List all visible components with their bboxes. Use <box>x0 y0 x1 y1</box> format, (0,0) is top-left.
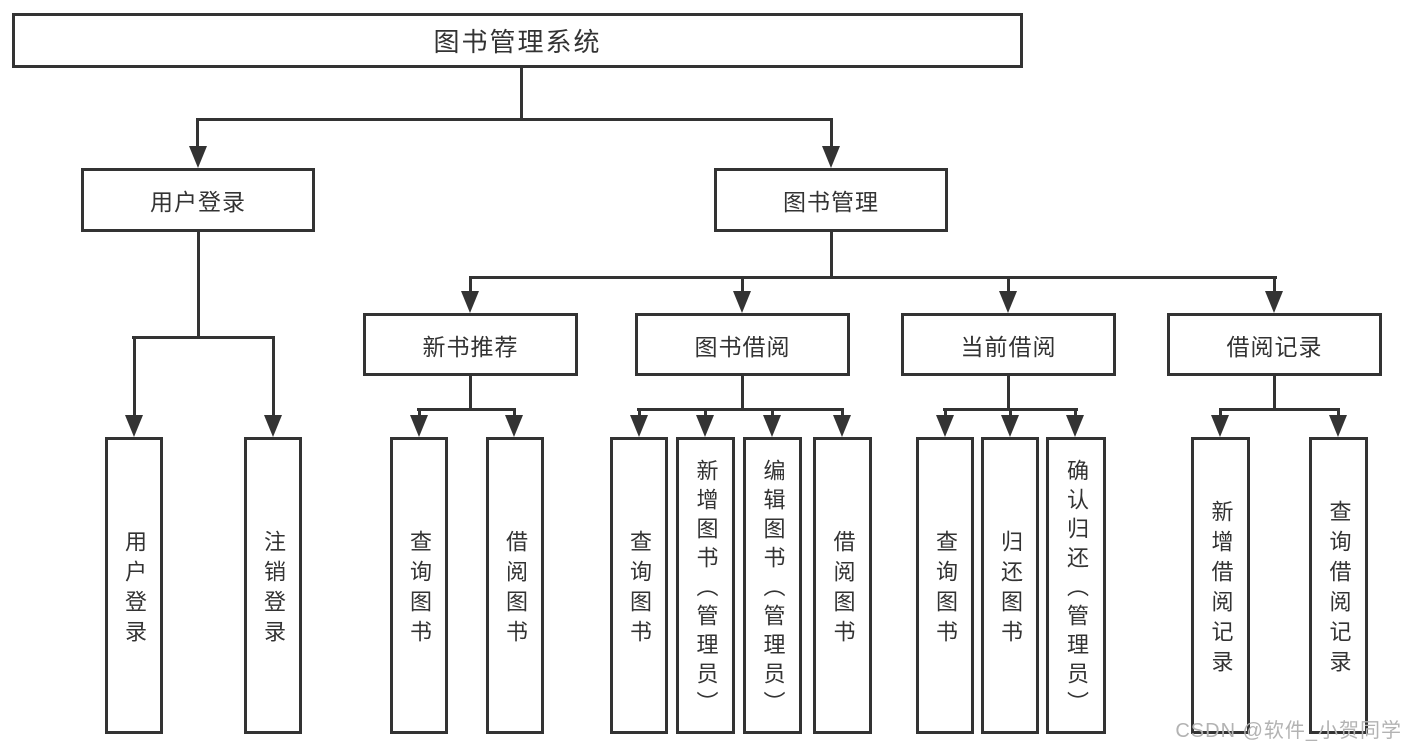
arrowhead-down-icon <box>1001 415 1019 437</box>
connector-vline <box>841 408 844 420</box>
connector-vline <box>469 376 472 411</box>
leaf-user-login-label: 用户登录 <box>122 529 147 650</box>
leaf-edit-books-admin-label: 编辑图书（管理员） <box>760 458 786 720</box>
leaf-borrow-books: 借阅图书 <box>813 437 872 734</box>
node-new-book-recommend: 新书推荐 <box>363 313 578 376</box>
leaf-query-books-current-label: 查询图书 <box>933 529 958 650</box>
node-borrow-records-label: 借阅记录 <box>1226 333 1323 360</box>
arrowhead-down-icon <box>733 291 751 313</box>
leaf-query-books-current: 查询图书 <box>916 437 974 734</box>
node-root: 图书管理系统 <box>12 13 1023 68</box>
node-book-mgmt-label: 图书管理 <box>783 189 879 215</box>
leaf-add-books-admin-label: 新增图书（管理员） <box>693 458 719 720</box>
connector-hline <box>637 408 844 411</box>
connector-vline <box>944 408 947 420</box>
node-current-borrow-label: 当前借阅 <box>960 333 1057 360</box>
connector-vline <box>272 336 275 418</box>
connector-vline <box>520 68 523 118</box>
connector-vline <box>418 408 421 420</box>
arrowhead-down-icon <box>1211 415 1229 437</box>
arrowhead-down-icon <box>833 415 851 437</box>
connector-vline <box>704 408 707 420</box>
node-book-borrow: 图书借阅 <box>635 313 850 376</box>
arrowhead-down-icon <box>763 415 781 437</box>
connector-hline <box>469 276 1277 279</box>
connector-hline <box>1219 408 1340 411</box>
connector-hline <box>196 118 833 121</box>
arrowhead-down-icon <box>264 415 282 437</box>
node-book-mgmt: 图书管理 <box>714 168 948 232</box>
leaf-return-books: 归还图书 <box>981 437 1039 734</box>
connector-vline <box>1273 376 1276 411</box>
connector-vline <box>133 336 136 418</box>
connector-vline <box>1007 276 1010 293</box>
arrowhead-down-icon <box>1265 291 1283 313</box>
arrowhead-down-icon <box>936 415 954 437</box>
arrowhead-down-icon <box>822 146 840 168</box>
arrowhead-down-icon <box>461 291 479 313</box>
leaf-add-borrow-record-label: 新增借阅记录 <box>1208 499 1234 680</box>
arrowhead-down-icon <box>189 146 207 168</box>
connector-hline <box>417 408 516 411</box>
leaf-edit-books-admin: 编辑图书（管理员） <box>743 437 802 734</box>
connector-vline <box>741 276 744 293</box>
arrowhead-down-icon <box>1329 415 1347 437</box>
leaf-logout: 注销登录 <box>244 437 302 734</box>
arrowhead-down-icon <box>410 415 428 437</box>
connector-vline <box>469 276 472 293</box>
connector-vline <box>830 232 833 279</box>
node-user-login-label: 用户登录 <box>150 189 246 215</box>
node-current-borrow: 当前借阅 <box>901 313 1116 376</box>
leaf-logout-label: 注销登录 <box>261 529 286 650</box>
leaf-query-borrow-record: 查询借阅记录 <box>1309 437 1368 734</box>
arrowhead-down-icon <box>630 415 648 437</box>
arrowhead-down-icon <box>696 415 714 437</box>
leaf-borrow-books-recommend: 借阅图书 <box>486 437 544 734</box>
connector-vline <box>741 376 744 411</box>
leaf-query-books-borrow: 查询图书 <box>610 437 668 734</box>
node-book-borrow-label: 图书借阅 <box>694 333 791 360</box>
connector-vline <box>1009 408 1012 420</box>
connector-vline <box>1219 408 1222 420</box>
arrowhead-down-icon <box>125 415 143 437</box>
leaf-confirm-return-admin: 确认归还（管理员） <box>1046 437 1106 734</box>
node-user-login: 用户登录 <box>81 168 315 232</box>
csdn-watermark: CSDN @软件_小贺同学 <box>1175 720 1402 742</box>
leaf-borrow-books-label: 借阅图书 <box>830 529 856 650</box>
node-new-book-recommend-label: 新书推荐 <box>422 333 519 360</box>
arrowhead-down-icon <box>999 291 1017 313</box>
leaf-user-login: 用户登录 <box>105 437 163 734</box>
leaf-query-borrow-record-label: 查询借阅记录 <box>1326 499 1352 680</box>
connector-vline <box>197 232 200 339</box>
leaf-return-books-label: 归还图书 <box>998 529 1023 650</box>
connector-vline <box>513 408 516 420</box>
connector-vline <box>1007 376 1010 411</box>
leaf-query-books-recommend-label: 查询图书 <box>407 529 432 650</box>
arrowhead-down-icon <box>505 415 523 437</box>
connector-vline <box>771 408 774 420</box>
connector-vline <box>638 408 641 420</box>
connector-hline <box>132 336 275 339</box>
leaf-add-books-admin: 新增图书（管理员） <box>676 437 735 734</box>
leaf-add-borrow-record: 新增借阅记录 <box>1191 437 1250 734</box>
leaf-query-books-borrow-label: 查询图书 <box>627 529 652 650</box>
connector-vline <box>1074 408 1077 420</box>
node-root-label: 图书管理系统 <box>433 27 602 57</box>
leaf-borrow-books-recommend-label: 借阅图书 <box>503 529 528 650</box>
leaf-confirm-return-admin-label: 确认归还（管理员） <box>1064 458 1089 720</box>
leaf-query-books-recommend: 查询图书 <box>390 437 448 734</box>
arrowhead-down-icon <box>1066 415 1084 437</box>
connector-vline <box>1337 408 1340 420</box>
connector-vline <box>830 118 833 150</box>
connector-vline <box>1273 276 1276 293</box>
node-borrow-records: 借阅记录 <box>1167 313 1382 376</box>
connector-vline <box>196 118 199 150</box>
